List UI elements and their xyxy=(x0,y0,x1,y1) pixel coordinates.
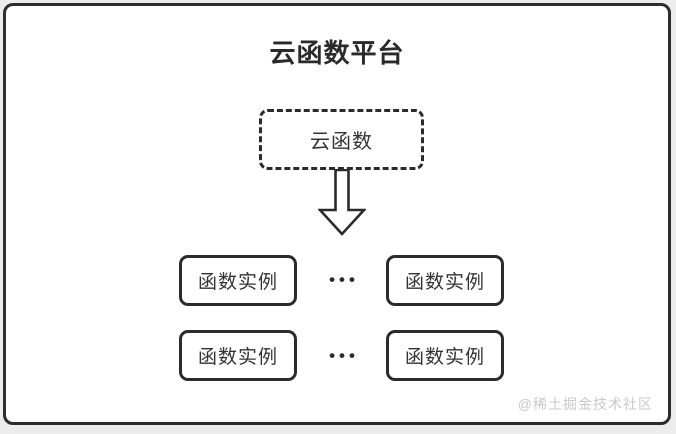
ellipsis-dots: ••• xyxy=(329,346,359,365)
function-instance-label: 函数实例 xyxy=(404,272,485,293)
watermark: @稀土掘金技术社区 xyxy=(517,396,653,412)
function-instance-label: 函数实例 xyxy=(197,347,278,368)
function-instance-box: 函数实例 xyxy=(179,255,297,306)
cloud-function-node-label: 云函数 xyxy=(310,131,373,153)
function-instance-box: 函数实例 xyxy=(386,330,504,381)
cloud-function-platform-card: 云函数平台 云函数 函数实例 ••• 函数实例 函数实例 ••• 函数实例 @稀… xyxy=(3,3,671,425)
function-instance-box: 函数实例 xyxy=(386,255,504,306)
cloud-function-node: 云函数 xyxy=(259,109,424,170)
function-instance-label: 函数实例 xyxy=(404,347,485,368)
function-instance-box: 函数实例 xyxy=(179,330,297,381)
diagram-title: 云函数平台 xyxy=(269,38,405,68)
function-instance-label: 函数实例 xyxy=(197,272,278,293)
ellipsis-dots: ••• xyxy=(329,270,359,289)
down-arrow-icon xyxy=(318,169,366,236)
